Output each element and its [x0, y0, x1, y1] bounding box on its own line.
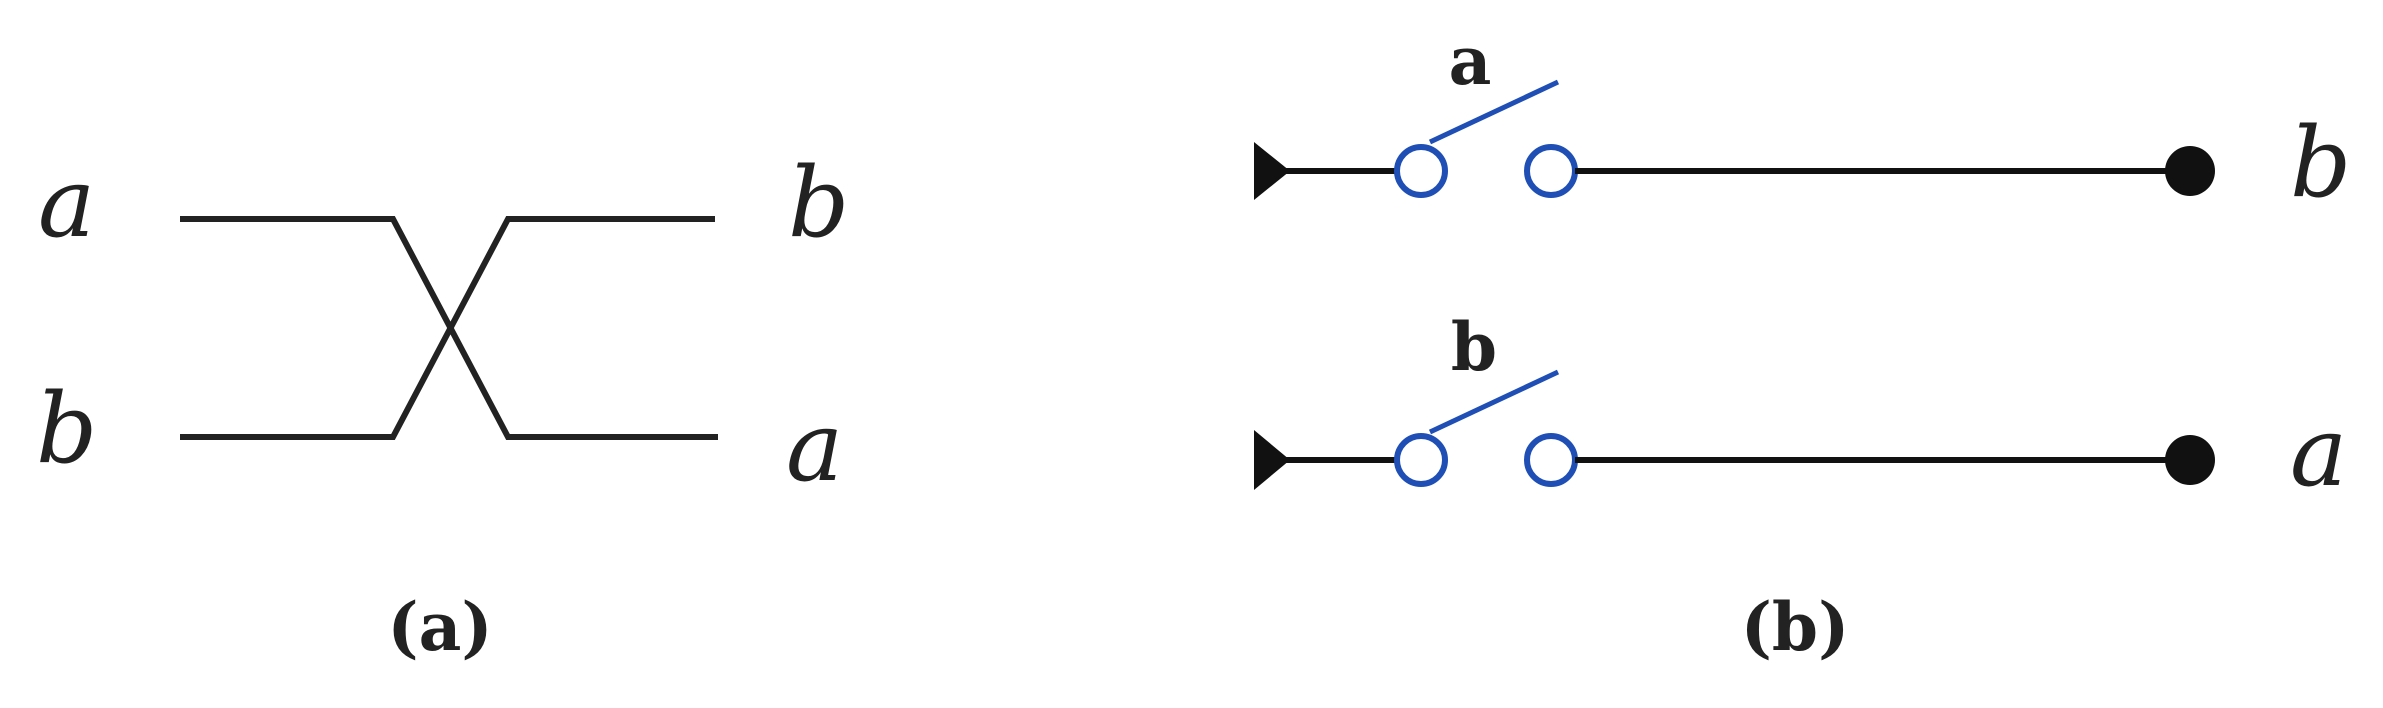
input-a-label: a	[38, 147, 95, 259]
output-b-label: b	[788, 147, 849, 259]
switch-contact-left-top	[1394, 144, 1448, 198]
terminal-dot-bottom	[2165, 435, 2215, 485]
switch-lever-top	[1428, 79, 1560, 145]
terminal-dot-top	[2165, 146, 2215, 196]
panel-a: a b b a (a)	[36, 147, 849, 666]
switch-contact-right-bottom	[1524, 433, 1578, 487]
output-label-b: b	[2290, 107, 2351, 219]
input-b-label: b	[36, 373, 97, 485]
caption-a: (a)	[387, 588, 492, 666]
output-a-label: a	[786, 391, 843, 503]
switch-label-a: a	[1449, 22, 1492, 100]
switch-contact-right-top	[1524, 144, 1578, 198]
switch-line-bottom: b a	[1254, 308, 2347, 508]
output-label-a: a	[2290, 396, 2347, 508]
wire-b-to-top	[180, 216, 715, 440]
switch-contact-left-bottom	[1394, 433, 1448, 487]
switch-lever-bottom	[1428, 369, 1560, 435]
caption-b: (b)	[1741, 588, 1850, 666]
switch-line-top: a b	[1254, 22, 2351, 219]
panel-b: a b b a (b)	[1254, 22, 2351, 666]
switch-label-b: b	[1451, 308, 1497, 386]
